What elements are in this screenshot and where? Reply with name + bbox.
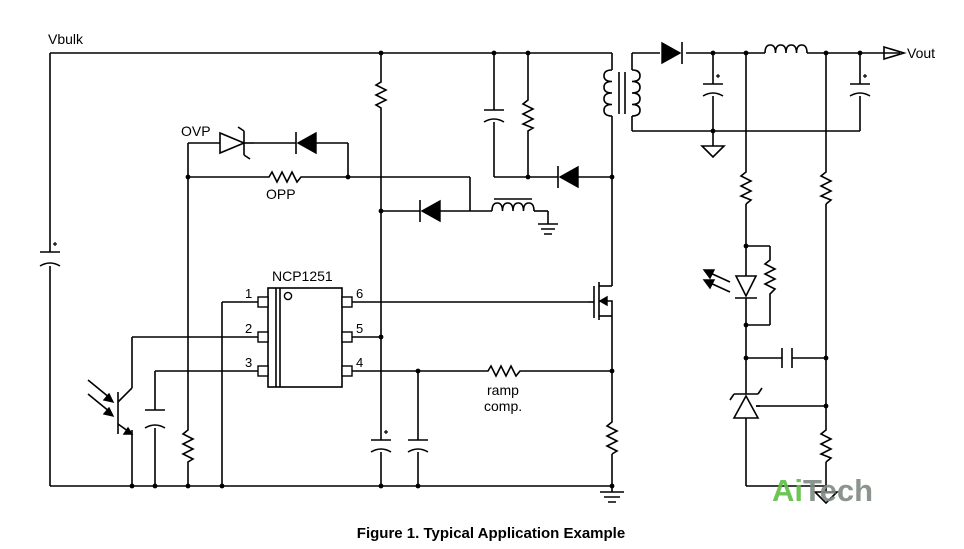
- mosfet-icon: [588, 282, 613, 320]
- capacitors: [39, 74, 871, 453]
- vbulk-label: Vbulk: [48, 31, 84, 47]
- diode-icon: [557, 165, 579, 189]
- svg-text:AiTech: AiTech: [772, 473, 873, 508]
- optocoupler-transistor-icon: [87, 379, 134, 435]
- vout-arrow-icon: [883, 45, 907, 61]
- ovp-label: OVP: [181, 123, 211, 139]
- diodes: [219, 41, 763, 419]
- capacitor-icon: [39, 242, 61, 267]
- resistor-icon: [374, 78, 388, 110]
- inductor-icon: [491, 198, 535, 212]
- ramp-comp-label-line1: ramp: [487, 382, 519, 398]
- ground-icon: [538, 211, 558, 235]
- shunt-regulator-icon: [729, 387, 763, 419]
- figure-caption: Figure 1. Typical Application Example: [357, 525, 625, 542]
- ic-ncp1251: [257, 287, 353, 388]
- watermark-part1: Ai: [772, 473, 803, 508]
- capacitor-icon: [849, 74, 871, 97]
- watermark-logo: AiTech: [772, 473, 873, 508]
- diode-icon: [295, 131, 317, 155]
- resistor-icon: [181, 426, 195, 464]
- ic-name-label: NCP1251: [272, 268, 333, 284]
- pin-number-1: 1: [245, 286, 252, 301]
- resistor-icon: [819, 426, 833, 463]
- pin-number-2: 2: [245, 321, 252, 336]
- ground-icon: [700, 145, 726, 159]
- resistor-icon: [819, 168, 833, 205]
- resistor-icon: [521, 96, 535, 134]
- pin-number-4: 4: [356, 355, 363, 370]
- pin-number-6: 6: [356, 286, 363, 301]
- capacitor-icon: [144, 409, 166, 429]
- capacitor-icon: [781, 348, 793, 368]
- ground-icon: [600, 491, 624, 503]
- vout-label: Vout: [907, 45, 935, 61]
- wires: [49, 52, 900, 492]
- capacitor-icon: [370, 430, 392, 453]
- ramp-comp-label-line2: comp.: [484, 398, 522, 414]
- junction-dots: [129, 50, 863, 489]
- capacitor-icon: [407, 439, 429, 453]
- capacitor-icon: [702, 74, 724, 97]
- pin-number-3: 3: [245, 355, 252, 370]
- watermark-part2: Tech: [803, 473, 873, 508]
- diode-icon: [419, 199, 441, 223]
- resistor-icon: [763, 256, 777, 300]
- capacitor-icon: [483, 109, 505, 123]
- diode-icon: [661, 41, 683, 65]
- zener-diode-icon: [219, 126, 254, 160]
- opp-label: OPP: [266, 186, 296, 202]
- transformer-icon: [603, 69, 641, 117]
- resistor-icon: [605, 418, 619, 455]
- pin-number-5: 5: [356, 321, 363, 336]
- resistor-icon: [265, 170, 305, 184]
- ground-icon: [813, 491, 839, 505]
- resistors: [181, 78, 833, 464]
- optocoupler-led-icon: [702, 269, 758, 300]
- inductor-icon: [764, 44, 808, 54]
- resistor-icon: [484, 364, 524, 378]
- resistor-icon: [739, 168, 753, 205]
